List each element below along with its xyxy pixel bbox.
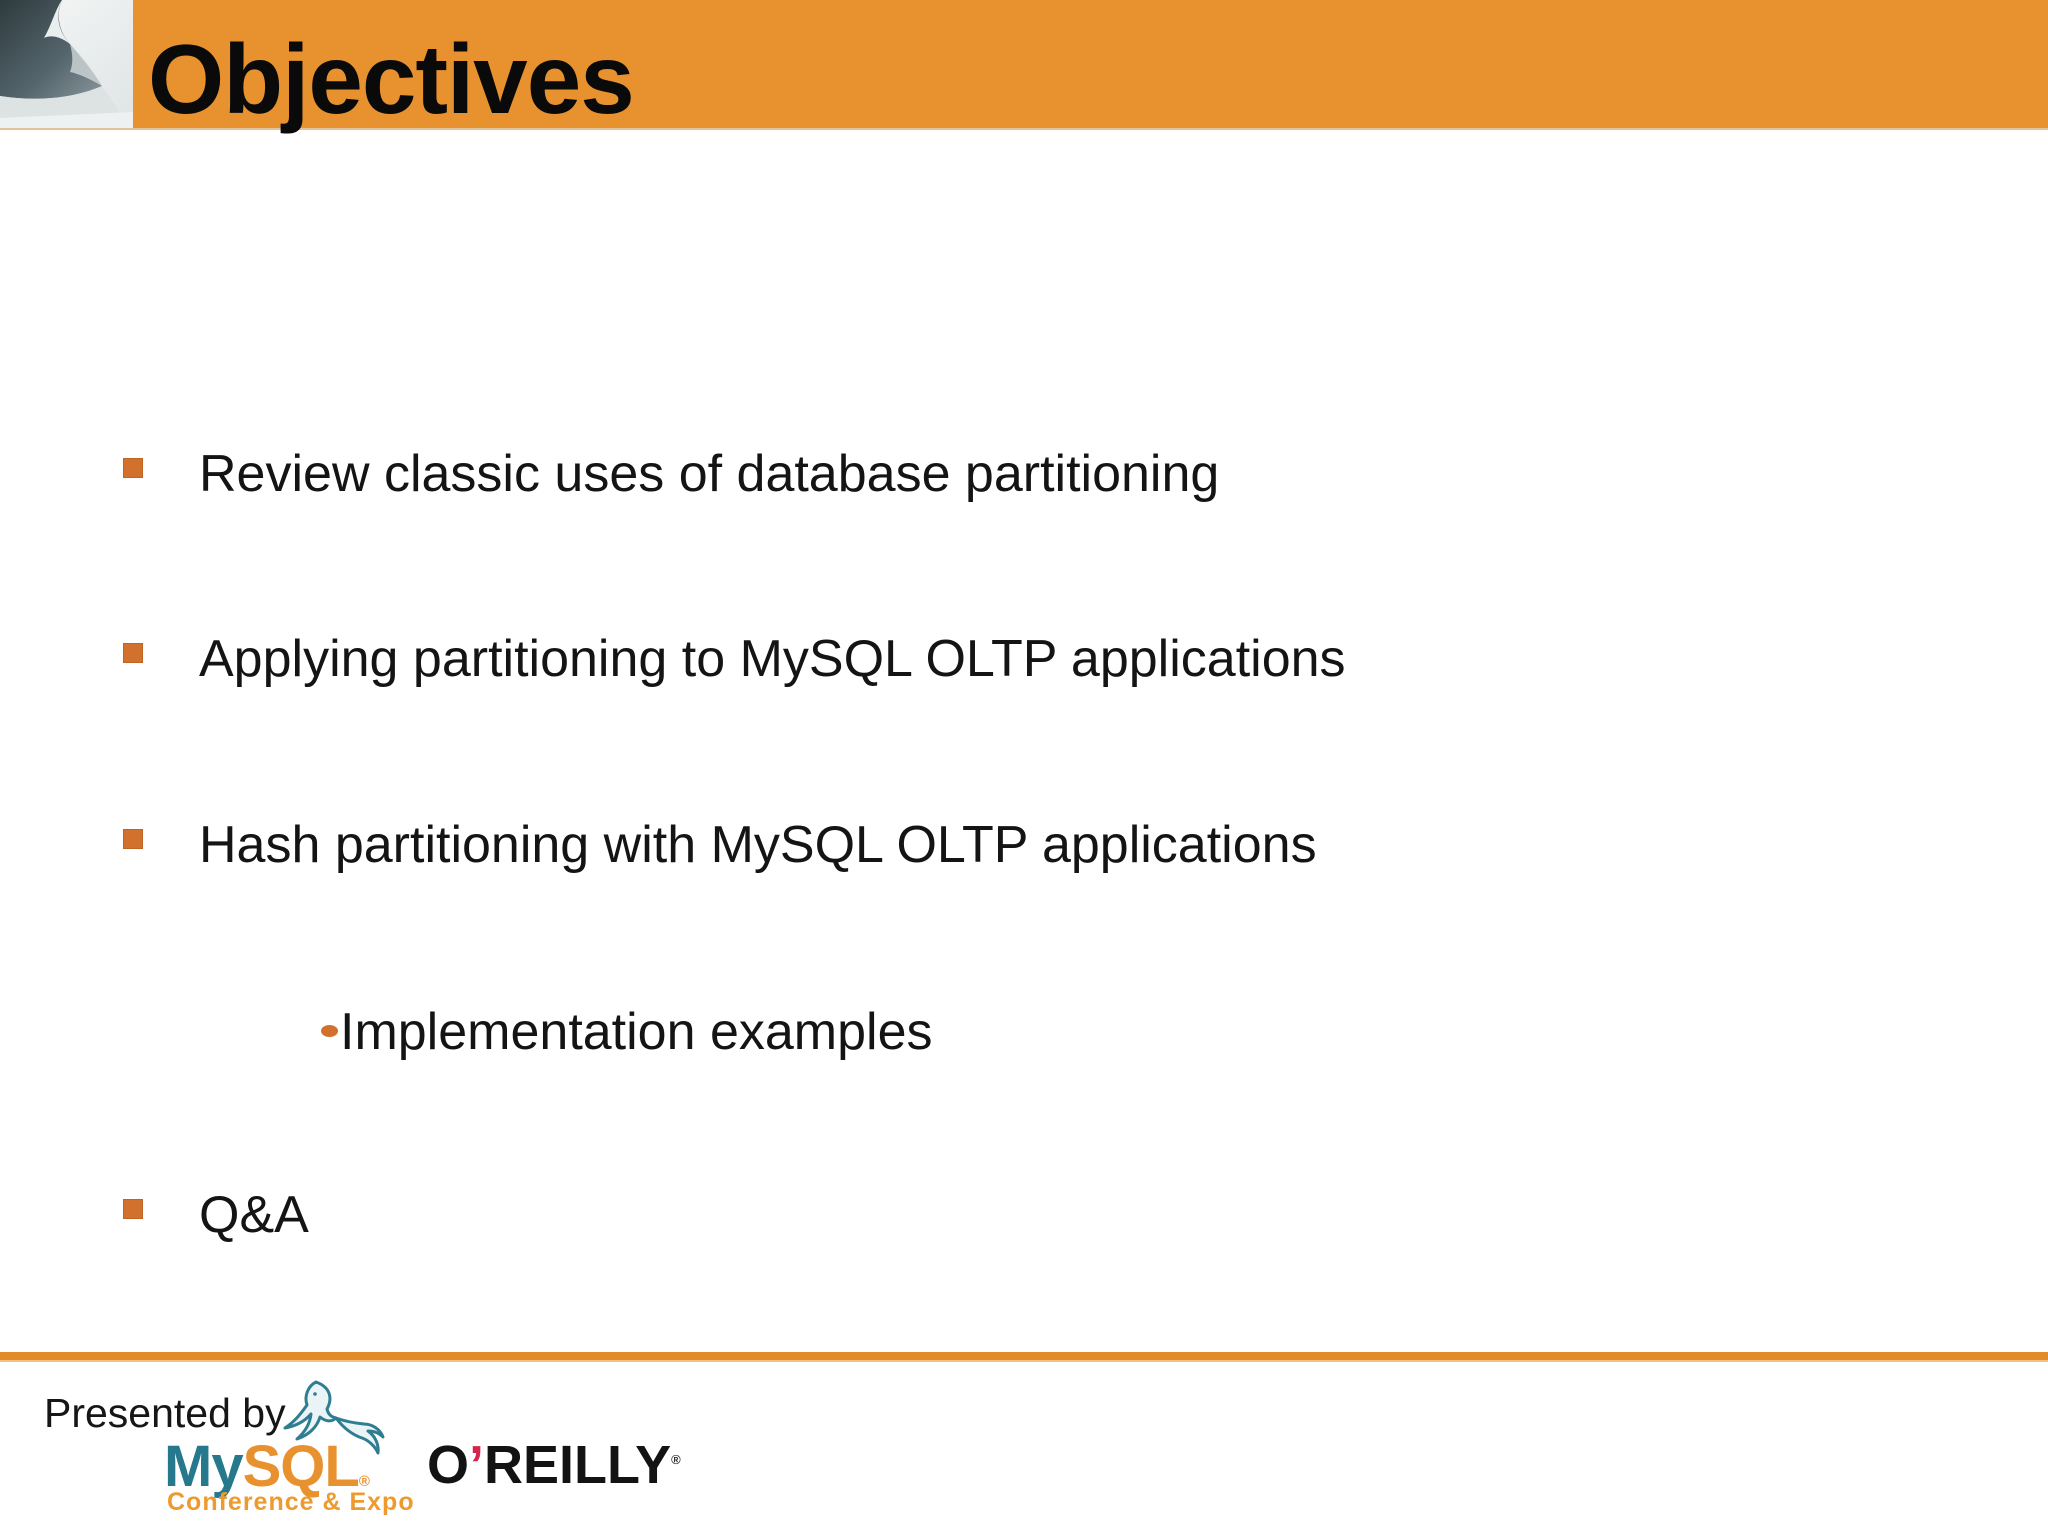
oreilly-o: O [427,1435,470,1495]
bullet-item-2: Applying partitioning to MySQL OLTP appl… [199,630,1346,688]
bullet-item-3: Hash partitioning with MySQL OLTP applic… [199,816,1317,874]
mysql-wordmark-my: My [164,1434,244,1499]
oreilly-rest: REILLY [484,1435,672,1495]
registered-mark: ® [358,1473,370,1490]
mysql-wordmark: MySQL® [164,1438,370,1496]
orange-square-bullet-icon [123,1199,143,1219]
orange-square-bullet-icon [123,458,143,478]
header-bar: Objectives [0,0,2048,128]
orange-square-bullet-icon [123,829,143,849]
wave-photo [0,0,133,128]
orange-square-bullet-icon [123,643,143,663]
oreilly-logo: O’REILLY® [427,1434,681,1496]
bullet-item-5: Q&A [199,1186,309,1244]
orange-dot-bullet-icon [321,1025,338,1037]
bullet-item-4-sub: Implementation examples [340,1003,933,1061]
mysql-wordmark-sql: SQL [242,1434,360,1499]
footer-divider [0,1352,2048,1362]
presented-by-label: Presented by [44,1390,286,1436]
mysql-tagline: Conference & Expo [167,1488,415,1516]
mysql-conference-logo: MySQL® Conference & Expo [160,1376,420,1516]
oreilly-apostrophe: ’ [469,1435,485,1495]
mysql-dolphin-icon [283,1380,385,1455]
page-title: Objectives [148,24,635,134]
registered-mark: ® [671,1452,681,1467]
bullet-item-1: Review classic uses of database partitio… [199,445,1220,503]
